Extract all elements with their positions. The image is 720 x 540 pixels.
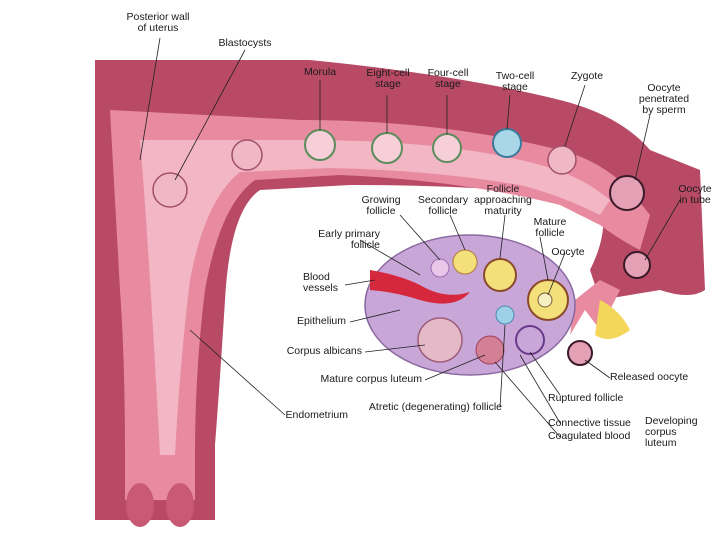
label-oocyte-in-tube: Oocyte in tube <box>678 183 712 206</box>
uterine-cavity <box>140 140 610 455</box>
blastocyst-1 <box>152 172 188 208</box>
label-connective-tissue: Connective tissue <box>548 417 631 429</box>
label-growing-follicle: Growing follicle <box>361 194 401 217</box>
corpus-albicans-shape <box>417 317 463 363</box>
label-secondary-follicle: Secondary follicle <box>417 194 469 217</box>
morula-shape <box>304 129 336 161</box>
label-eight-cell: Eight-cell stage <box>366 67 410 90</box>
label-developing-corpus-luteum: Developing corpus luteum <box>645 415 698 449</box>
secondary-follicle-shape <box>452 249 478 275</box>
leader-lines <box>139 37 681 438</box>
label-blood-vessels: Blood vessels <box>303 271 339 294</box>
zygote-shape <box>547 145 577 175</box>
label-atretic-follicle: Atretic (degenerating) follicle <box>368 401 502 413</box>
label-two-cell: Two-cell stage <box>495 70 535 93</box>
approaching-follicle-shape <box>483 258 517 292</box>
released-oocyte-shape <box>567 340 593 366</box>
label-follicle-approaching: Follicle approaching maturity <box>474 183 532 217</box>
blood-vessels-shape <box>370 270 470 304</box>
label-ruptured-follicle: Ruptured follicle <box>548 392 624 404</box>
oocyte-in-tube-shape <box>623 251 651 279</box>
atretic-follicle-shape <box>495 305 515 325</box>
blastocyst-2 <box>231 139 263 171</box>
label-posterior-wall: Posterior wall of uterus <box>126 11 190 34</box>
cervix-right <box>166 483 194 527</box>
two-cell-shape <box>492 128 522 158</box>
label-mature-corpus-luteum: Mature corpus luteum <box>320 373 422 385</box>
label-corpus-albicans: Corpus albicans <box>286 345 362 357</box>
label-oocyte-penetrated: Oocyte penetrated by sperm <box>638 82 690 116</box>
label-early-primary: Early primary follicle <box>318 228 380 251</box>
label-epithelium: Epithelium <box>296 315 346 327</box>
label-mature-follicle: Mature follicle <box>533 216 567 239</box>
oocyte-in-follicle <box>537 292 553 308</box>
label-endometrium: Endometrium <box>285 409 348 421</box>
eight-cell-shape <box>371 132 403 164</box>
fimbriae-yellow <box>595 300 630 339</box>
ruptured-follicle-shape <box>515 325 545 355</box>
label-blastocysts: Blastocysts <box>218 37 272 49</box>
label-released-oocyte: Released oocyte <box>610 371 689 383</box>
label-zygote: Zygote <box>570 70 604 82</box>
mature-corpus-luteum-shape <box>475 335 505 365</box>
label-coagulated-blood: Coagulated blood <box>548 430 631 442</box>
fimbriae <box>570 280 620 335</box>
label-oocyte: Oocyte <box>551 246 585 258</box>
four-cell-shape <box>432 133 462 163</box>
label-four-cell: Four-cell stage <box>427 67 469 90</box>
label-morula: Morula <box>303 66 337 78</box>
oocyte-penetrated-shape <box>609 175 645 211</box>
growing-follicle-shape <box>430 258 450 278</box>
cervix-left <box>126 483 154 527</box>
